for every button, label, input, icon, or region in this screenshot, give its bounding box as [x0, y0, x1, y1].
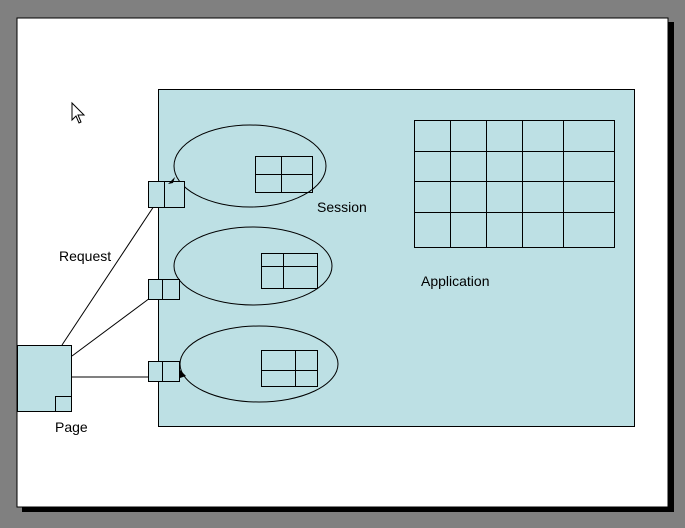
session-3 — [179, 325, 339, 403]
request-box-3 — [148, 361, 186, 382]
session-2 — [173, 226, 333, 306]
arrowhead-icon — [168, 177, 175, 184]
mouse-pointer-icon — [71, 101, 86, 124]
page-label: Page — [55, 419, 88, 435]
request-lines — [61, 199, 159, 378]
request-line-1 — [61, 199, 159, 346]
application-store-grid — [414, 120, 615, 248]
session-1 — [173, 124, 327, 208]
arrowhead-icon — [180, 370, 186, 378]
request-box-1 — [148, 177, 185, 208]
session-1-store — [255, 156, 313, 193]
session-3-store — [261, 350, 318, 387]
page-box — [17, 345, 72, 412]
request-label: Request — [59, 248, 111, 264]
application-label: Application — [421, 273, 490, 289]
session-label: Session — [317, 199, 367, 215]
session-2-store — [261, 253, 318, 289]
request-box-2 — [148, 279, 180, 300]
request-line-2 — [71, 297, 151, 357]
